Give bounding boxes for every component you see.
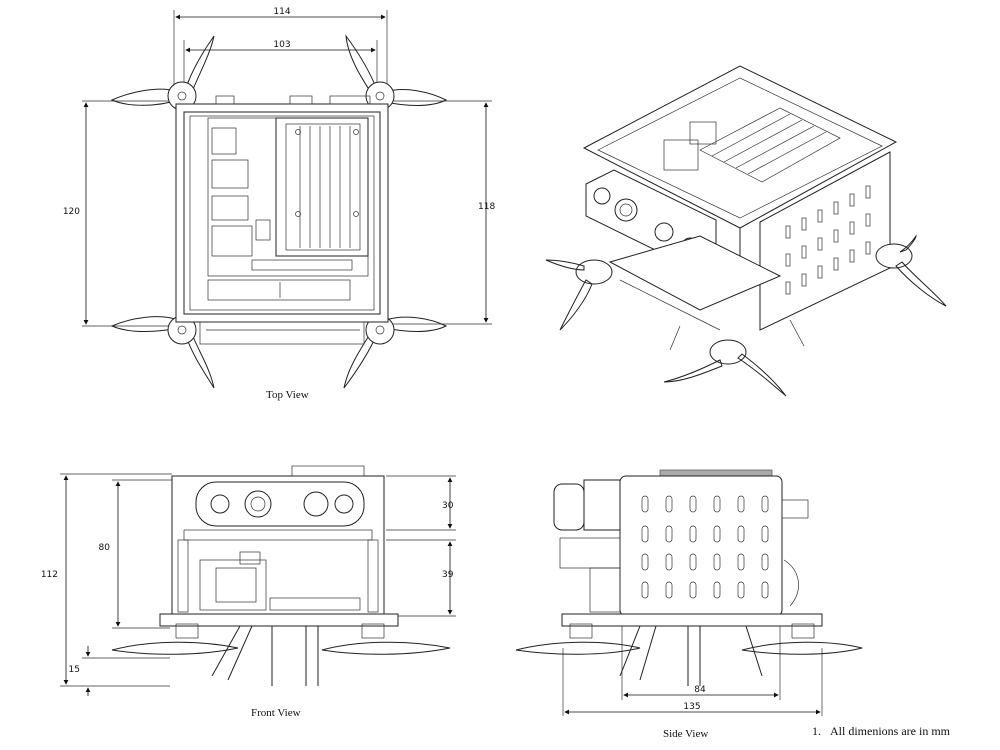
front-camera <box>195 481 365 527</box>
dim-label-30: 30 <box>442 501 454 511</box>
side-camera <box>553 479 621 613</box>
iso-side-slots <box>785 185 871 295</box>
top-bottom-rail <box>199 321 365 345</box>
front-dim-80: 80 <box>99 479 172 629</box>
dim-label-118: 118 <box>478 202 495 212</box>
front-view-caption: Front View <box>251 707 301 719</box>
dim-label-103: 103 <box>273 40 290 50</box>
side-view-caption: Side View <box>663 728 709 740</box>
top-propellers <box>110 34 448 389</box>
front-dim-112: 112 <box>41 473 172 687</box>
top-view: 114 103 120 118 <box>63 7 495 389</box>
iso-propellers <box>545 234 947 397</box>
top-dim-114: 114 <box>173 7 388 90</box>
dim-label-120: 120 <box>63 207 80 217</box>
front-propellers <box>111 623 451 655</box>
front-dim-39: 39 <box>386 539 456 617</box>
top-dim-120: 120 <box>63 100 170 327</box>
side-propellers <box>515 623 863 655</box>
side-dim-135: 135 <box>562 648 823 716</box>
units-note: 1. All dimenions are in mm <box>812 724 950 739</box>
iso-heatsink <box>663 107 841 183</box>
front-base <box>159 613 399 686</box>
side-dim-84: 84 <box>621 618 781 700</box>
dim-label-114: 114 <box>273 7 290 17</box>
iso-cage <box>582 65 898 331</box>
units-note-text: All dimenions are in mm <box>830 724 950 738</box>
side-connectors <box>781 499 809 607</box>
side-view: 84 135 <box>515 469 863 716</box>
front-dim-30: 30 <box>386 475 456 531</box>
units-note-number: 1. <box>812 724 821 738</box>
side-plate-slots <box>641 495 769 599</box>
top-view-caption: Top View <box>266 389 309 401</box>
top-board <box>207 117 369 301</box>
side-plate <box>619 469 783 617</box>
top-dim-118: 118 <box>390 100 495 325</box>
dim-label-15: 15 <box>69 665 80 675</box>
dim-label-135: 135 <box>683 702 700 712</box>
iso-base <box>608 235 805 351</box>
front-dim-15: 15 <box>69 646 170 696</box>
side-base <box>561 613 823 686</box>
top-motor-hubs <box>167 81 395 345</box>
dim-label-112: 112 <box>41 570 58 580</box>
front-view: 112 80 15 30 39 <box>41 465 456 696</box>
dim-label-80: 80 <box>99 543 111 553</box>
iso-view <box>545 65 947 397</box>
top-frame <box>175 95 389 323</box>
dim-label-84: 84 <box>694 685 706 695</box>
dim-label-39: 39 <box>442 570 454 580</box>
